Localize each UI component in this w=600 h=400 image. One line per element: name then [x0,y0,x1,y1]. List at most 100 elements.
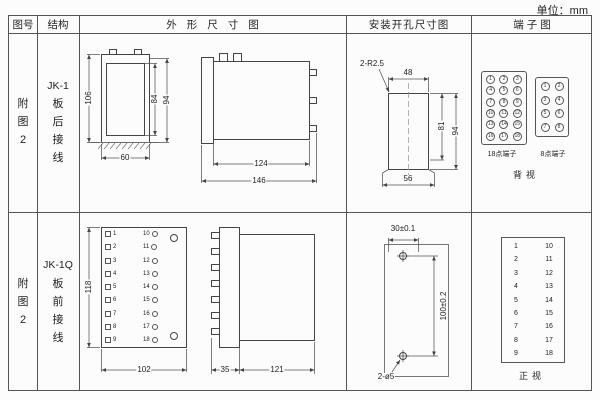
terminal-point: 5 [499,86,509,96]
front-view-dim-lines [87,54,169,160]
terminal-number: 16 [545,323,553,331]
terminal-point: 2 [554,82,564,92]
dim-height: 118 [84,279,93,295]
structure-char: 板 [52,98,64,111]
terminal-point: 1 [540,82,550,92]
terminal-point: 14 [499,120,509,130]
row2-structure-chars: 板前接线 [52,277,64,344]
terminal-number: 9 [105,337,123,343]
structure-char: 板 [52,277,64,290]
unit-label: 单位：mm [536,5,588,17]
header-fig-no: 图号 [12,19,34,31]
terminal-number: 17 [143,324,167,330]
terminal-number: 17 [545,336,553,344]
terminal-point: 8 [499,97,509,107]
header-mounting: 安装开孔尺寸图 [368,19,450,31]
grid-line [9,212,591,213]
terminal-number: 5 [105,284,123,290]
mounting-holes [397,250,409,362]
terminal-number: 7 [514,323,518,331]
fig-no-char: 图 [17,295,29,308]
terminal-number: 10 [143,231,167,237]
row1-structure-chars: 板后接线 [53,99,64,164]
fig-no-char: 2 [19,134,27,146]
terminal-8-label: 8点端子 [540,151,566,158]
terminal-number: 7 [105,311,123,317]
terminal-point: 17 [499,131,509,141]
terminal-number: 18 [545,350,553,357]
mounting-jk1q-svg [384,238,449,377]
terminal-point: 8 [554,122,564,132]
terminal-point: 12 [512,109,522,119]
terminal-18-label: 18点端子 [487,151,517,158]
terminal-point: 1 [486,75,496,85]
terminal-point: 16 [486,131,496,141]
terminal-number: 13 [545,283,553,291]
grid-line [346,16,347,390]
terminal-number: 6 [105,297,123,303]
structure-char: 接 [52,134,64,147]
row2-model-label: JK-1Q [43,259,73,272]
terminal-number: 18 [143,337,167,343]
terminal-point: 2 [499,75,509,85]
terminal-point: 9 [512,97,522,107]
terminal-number: 11 [143,244,167,250]
outline-jk1-svg [87,49,317,183]
terminal-number: 3 [514,269,518,277]
terminal-number: 8 [514,336,518,344]
terminal-point: 5 [540,109,550,119]
mounting-dim-lines [378,68,458,187]
header-structure: 结构 [47,19,69,31]
mounting-dim-lines [388,238,438,373]
terminal-point: 15 [512,120,522,130]
grid-line [9,33,591,34]
terminal-point: 4 [554,95,564,105]
structure-char: 线 [52,152,64,165]
terminal-point: 7 [486,97,496,107]
dim-case-height: 94 [162,94,171,106]
grid-line [37,16,38,390]
dim-front-width: 60 [119,153,131,162]
structure-char: 后 [52,116,64,129]
dim-total-height: 94 [451,125,460,137]
row2-mounting-drawing: 30±0.1 100±0.2 2-ø5 [346,212,471,392]
dim-top-width: 48 [402,68,414,77]
fig-no-char: 附 [17,98,29,110]
row1-model-label: JK-1 [47,79,69,92]
terminal-point: 13 [486,120,496,130]
fig-no-char: 附 [17,277,29,290]
terminal-number: 1 [105,231,123,237]
terminal-number: 15 [545,309,553,317]
terminal-number: 14 [143,284,167,290]
dim-inner-height: 84 [150,93,159,105]
header-outline: 外形尺寸图 [166,19,269,31]
panel-hatching [91,142,159,150]
structure-char: 前 [52,295,64,308]
terminal-point: 3 [540,95,550,105]
terminal-number: 3 [105,258,123,264]
terminal-number: 6 [514,309,518,317]
terminal-number: 12 [545,269,553,277]
terminal-point: 11 [499,109,509,119]
row1-structure: JK-1 板后接线 [37,33,79,212]
terminal-number: 10 [545,243,553,250]
terminal-number: 2 [105,244,123,250]
panel-outline [384,244,449,377]
front-view [101,49,150,143]
side-view [201,53,317,144]
terminal-point: 4 [486,86,496,96]
terminal-number: 8 [105,324,123,330]
outline-jk1q-svg [87,227,315,374]
terminal-outline [501,237,565,363]
note-corner-radius: 2-R2.5 [358,59,386,68]
